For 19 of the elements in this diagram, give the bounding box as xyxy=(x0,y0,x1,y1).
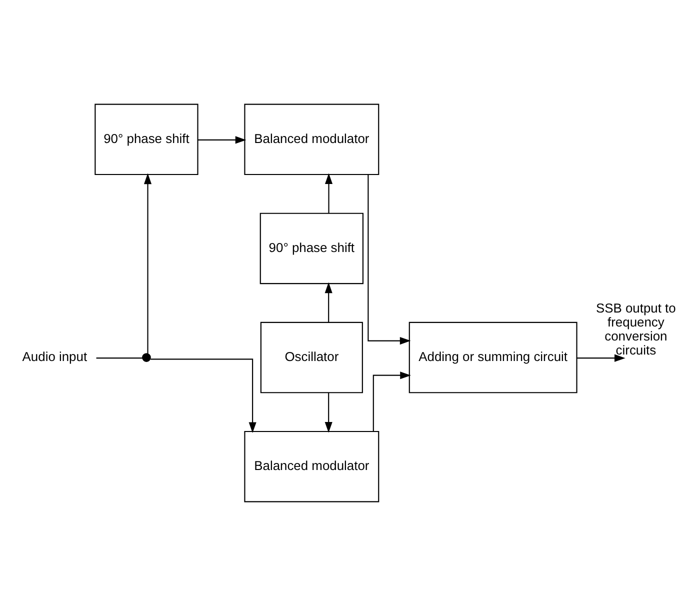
arrow xyxy=(368,174,411,344)
node-circle xyxy=(142,352,151,362)
arrow xyxy=(324,392,332,432)
arrow xyxy=(372,371,411,431)
node-box: Adding or summing circuit xyxy=(408,321,578,393)
arrow xyxy=(324,282,332,322)
node-box: 90° phase shift xyxy=(94,103,198,175)
connector xyxy=(96,357,143,358)
arrow xyxy=(324,172,333,213)
node-box: Balanced modulator xyxy=(244,430,380,502)
arrow xyxy=(144,172,152,354)
node-box: Oscillator xyxy=(260,321,363,393)
arrow xyxy=(576,354,626,362)
node-box: 90° phase shift xyxy=(260,212,364,284)
arrow xyxy=(198,136,246,144)
node-text: Audio input xyxy=(22,348,88,364)
node-box: Balanced modulator xyxy=(244,103,380,175)
arrow xyxy=(150,358,256,433)
edge-label: SSB output to frequency conversion circuits xyxy=(596,300,676,357)
